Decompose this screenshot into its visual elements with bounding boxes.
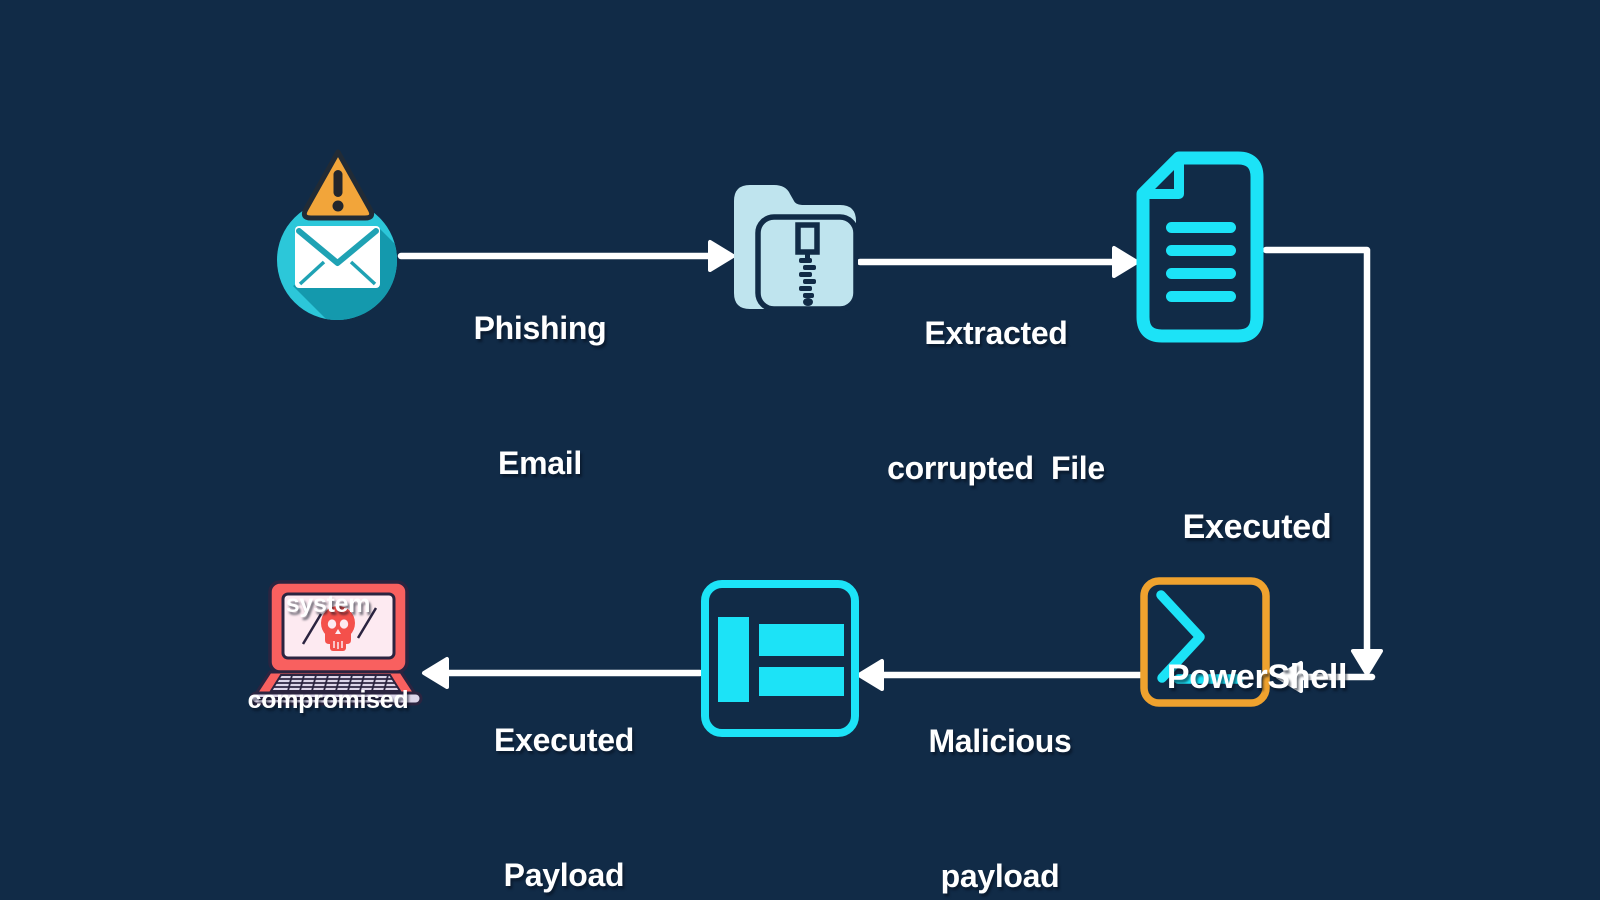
label-executed-powershell: Executed PowerShell	[1166, 402, 1348, 802]
label-line: Extracted	[924, 315, 1068, 351]
document-fold	[1138, 153, 1184, 199]
arrow-phishing-email	[397, 240, 735, 272]
label-line: Executed	[494, 722, 634, 758]
arrow-malicious-payload	[857, 659, 1144, 691]
document-icon	[1136, 151, 1264, 343]
compromised-laptop-icon	[249, 580, 423, 706]
email-warning-icon	[277, 149, 397, 320]
label-line: compromised	[247, 686, 409, 714]
label-line: Email	[498, 445, 582, 481]
label-phishing-email: Phishing Email	[474, 216, 607, 576]
skull-icon	[321, 606, 355, 651]
zipper-icon	[795, 222, 820, 306]
label-executed-payload: Executed Payload	[494, 628, 634, 900]
label-system-compromised: system compromised	[248, 524, 409, 780]
powershell-terminal-icon	[1140, 577, 1270, 707]
zip-folder-icon	[734, 185, 858, 311]
terminal-frame	[1140, 577, 1270, 707]
arrow-extracted-file	[856, 246, 1139, 278]
warning-triangle-icon	[301, 149, 375, 221]
label-line: Payload	[503, 857, 625, 893]
label-line: Phishing	[473, 310, 607, 346]
prompt-chevron-icon	[1156, 590, 1205, 683]
label-line: Malicious	[928, 723, 1072, 759]
label-malicious-payload: Malicious payload	[928, 629, 1071, 900]
document-text-lines	[1166, 222, 1236, 302]
laptop-keyboard-keys	[269, 674, 402, 692]
arrow-executed-powershell	[1262, 246, 1383, 693]
label-line: Executed	[1182, 508, 1332, 546]
layout-blocks	[718, 617, 844, 702]
label-extracted-file: Extracted corrupted File	[887, 221, 1105, 581]
label-line: system	[285, 590, 371, 618]
arrow-executed-payload	[422, 657, 704, 689]
payload-layout-icon	[701, 580, 859, 737]
label-line: PowerShell	[1166, 658, 1348, 696]
label-line: payload	[940, 858, 1060, 894]
layout-frame	[701, 580, 859, 737]
label-line: corrupted File	[887, 450, 1105, 486]
